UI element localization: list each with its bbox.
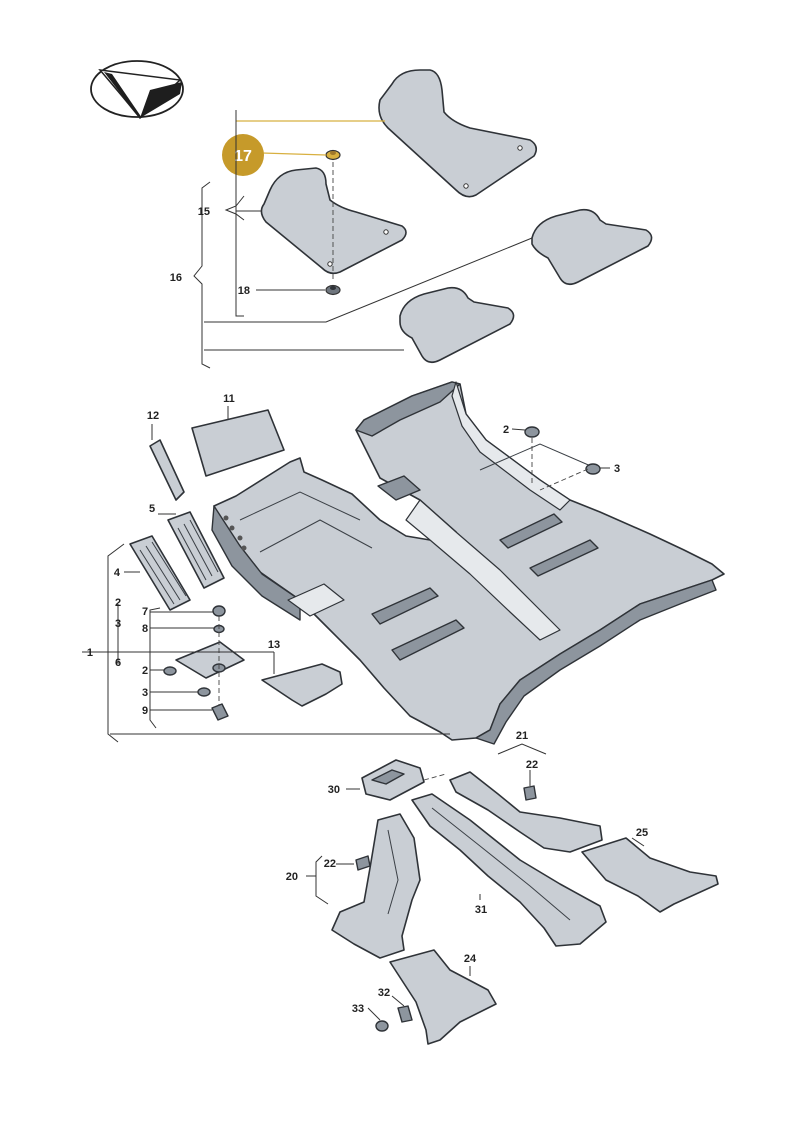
fastener-7[interactable] [212, 605, 226, 617]
callout-33[interactable]: 33 [352, 1003, 364, 1015]
callout-5[interactable]: 5 [149, 503, 155, 515]
floor-mat-rear-right[interactable] [531, 208, 653, 286]
sill-cover-upper[interactable] [167, 511, 225, 589]
side-trim-panel[interactable] [149, 439, 185, 501]
sill-cover-lower[interactable] [129, 535, 191, 611]
access-cover-plate[interactable] [175, 641, 245, 679]
callout-11[interactable]: 11 [223, 393, 235, 405]
callout-3-mid[interactable]: 3 [142, 687, 148, 699]
duct-clip-22-right[interactable] [523, 785, 537, 801]
heel-pad[interactable] [261, 663, 343, 707]
callout-1[interactable]: 1 [87, 647, 93, 659]
callout-7[interactable]: 7 [142, 606, 148, 618]
fastener-3-lower[interactable] [197, 687, 211, 697]
callout-17-label: 17 [234, 148, 252, 165]
rear-left-duct-24[interactable] [389, 949, 497, 1045]
floor-mat-rear-left[interactable] [399, 286, 515, 364]
mat-clip-upper[interactable] [325, 149, 341, 161]
callout-22-left[interactable]: 22 [324, 858, 336, 870]
fastener-2-upper[interactable] [524, 426, 540, 438]
callout-8[interactable]: 8 [142, 623, 148, 635]
screw-32[interactable] [397, 1005, 413, 1023]
callout-32[interactable]: 32 [378, 987, 390, 999]
callout-17-badge[interactable]: 17 [222, 134, 264, 176]
callout-30[interactable]: 30 [328, 784, 340, 796]
callout-6[interactable]: 6 [115, 657, 121, 669]
insulation-pad[interactable] [191, 409, 285, 477]
nut-33[interactable] [375, 1020, 389, 1032]
callout-4[interactable]: 4 [114, 567, 121, 579]
floor-mat-front-left[interactable] [260, 167, 407, 275]
callout-2-mid[interactable]: 2 [142, 665, 148, 677]
callout-2-right[interactable]: 2 [503, 424, 509, 436]
callout-15[interactable]: 15 [198, 206, 210, 218]
callout-18[interactable]: 18 [238, 285, 250, 297]
main-floor-carpet[interactable] [211, 381, 725, 745]
callout-25[interactable]: 25 [636, 827, 648, 839]
callout-3-left[interactable]: 3 [115, 618, 121, 630]
callout-20[interactable]: 20 [286, 871, 298, 883]
fastener-3-upper[interactable] [585, 463, 601, 475]
floor-mat-front-right[interactable] [378, 69, 538, 198]
callout-13[interactable]: 13 [268, 639, 280, 651]
callout-22-right[interactable]: 22 [526, 759, 538, 771]
left-duct-20[interactable] [331, 813, 421, 959]
fastener-2-lower[interactable] [163, 666, 177, 676]
fastener-9[interactable] [211, 703, 229, 721]
vehicle-brand-emblem-icon [90, 60, 184, 120]
callout-9[interactable]: 9 [142, 705, 148, 717]
callout-3-right[interactable]: 3 [614, 463, 620, 475]
duct-clip-22-left[interactable] [355, 855, 371, 871]
callout-12[interactable]: 12 [147, 410, 159, 422]
callout-24[interactable]: 24 [464, 953, 477, 965]
right-duct-21[interactable] [449, 771, 603, 853]
mat-clip-lower[interactable] [325, 284, 341, 296]
duct-connector-30[interactable] [361, 759, 425, 801]
rear-center-duct-31[interactable] [411, 793, 607, 947]
callout-21[interactable]: 21 [516, 730, 528, 742]
callout-16[interactable]: 16 [170, 272, 182, 284]
callout-31[interactable]: 31 [475, 904, 487, 916]
rear-right-duct-25[interactable] [581, 837, 719, 913]
callout-2-left[interactable]: 2 [115, 597, 121, 609]
